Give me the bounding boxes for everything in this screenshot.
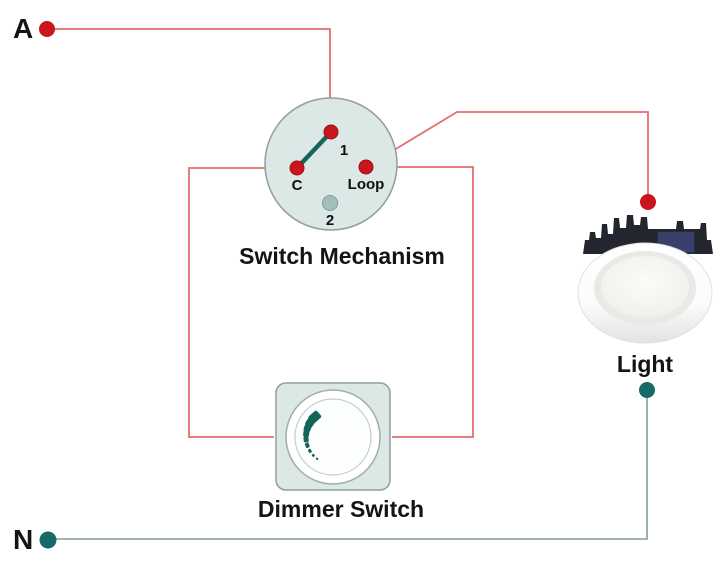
live-wire-light-segment	[365, 111, 649, 196]
live-wire-supply-to-switch	[55, 28, 331, 131]
live-wire-loop-to-light	[365, 111, 649, 196]
downlight-diffuser	[601, 256, 689, 318]
terminal-dot-1	[323, 124, 339, 140]
dimmer-switch-symbol	[275, 382, 391, 491]
light-label: Light	[616, 351, 674, 377]
terminal-1-label: 1	[339, 142, 349, 159]
dimmer-switch-label: Dimmer Switch	[257, 496, 425, 522]
live-wire-dimmer-right-segment	[372, 166, 474, 438]
terminal-2-label: 2	[325, 212, 335, 229]
neutral-supply-dot	[39, 531, 57, 549]
live-wire-dimmer-left-segment	[188, 167, 296, 438]
terminal-dot-c	[289, 160, 305, 176]
terminal-dot-2	[322, 195, 338, 211]
active-supply-label: A	[13, 13, 34, 44]
live-wire-a-segment	[55, 28, 331, 131]
dimmer-level-arc-icon	[303, 410, 322, 461]
terminal-loop-label: Loop	[347, 176, 385, 193]
switch-mechanism-label: Switch Mechanism	[239, 243, 445, 269]
terminal-dot-loop	[358, 159, 374, 175]
switch-mechanism-symbol	[264, 97, 398, 231]
light-live-dot	[640, 194, 656, 210]
live-wire-c-to-dimmer	[188, 167, 296, 438]
neutral-supply-label: N	[13, 524, 34, 555]
neutral-wire-light-to-supply	[48, 397, 648, 540]
live-wire-loop-to-dimmer	[372, 166, 474, 438]
active-supply-dot	[39, 21, 55, 37]
terminal-c-label: C	[291, 177, 303, 194]
downlight-image	[577, 215, 713, 344]
switch-mechanism-body	[264, 97, 398, 231]
neutral-wire-segment	[48, 397, 648, 540]
switch-blade	[294, 129, 334, 171]
light-neutral-dot	[639, 382, 655, 398]
